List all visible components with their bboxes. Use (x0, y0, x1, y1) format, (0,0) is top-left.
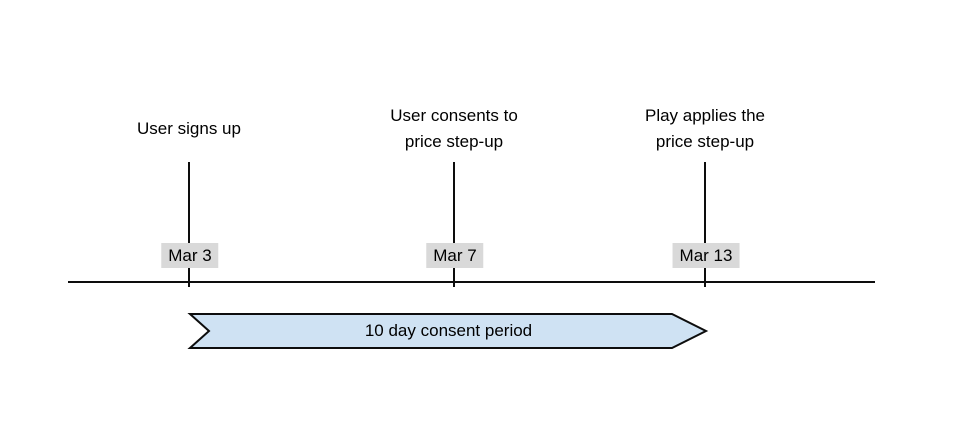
consent-period-banner: 10 day consent period (187, 313, 709, 349)
event-label-line: price step-up (404, 132, 504, 151)
consent-period-label: 10 day consent period (364, 321, 533, 340)
event-label-line: Play applies the (644, 106, 766, 125)
date-chip-mar-3: Mar 3 (161, 243, 219, 268)
chevron-banner-shape (187, 313, 709, 349)
event-tick-line (704, 162, 706, 287)
timeline-axis-line (68, 281, 875, 283)
event-label-line: price step-up (655, 132, 755, 151)
event-label-line: User signs up (137, 119, 241, 138)
event-label-user-consents: User consents to price step-up (324, 100, 584, 158)
event-label-line: User consents to (390, 106, 518, 125)
event-tick-line (453, 162, 455, 287)
date-chip-mar-13: Mar 13 (672, 243, 740, 268)
event-label-user-signs-up: User signs up (59, 100, 319, 158)
event-tick-line (188, 162, 190, 287)
event-label-play-applies: Play applies the price step-up (575, 100, 835, 158)
date-chip-mar-7: Mar 7 (426, 243, 484, 268)
